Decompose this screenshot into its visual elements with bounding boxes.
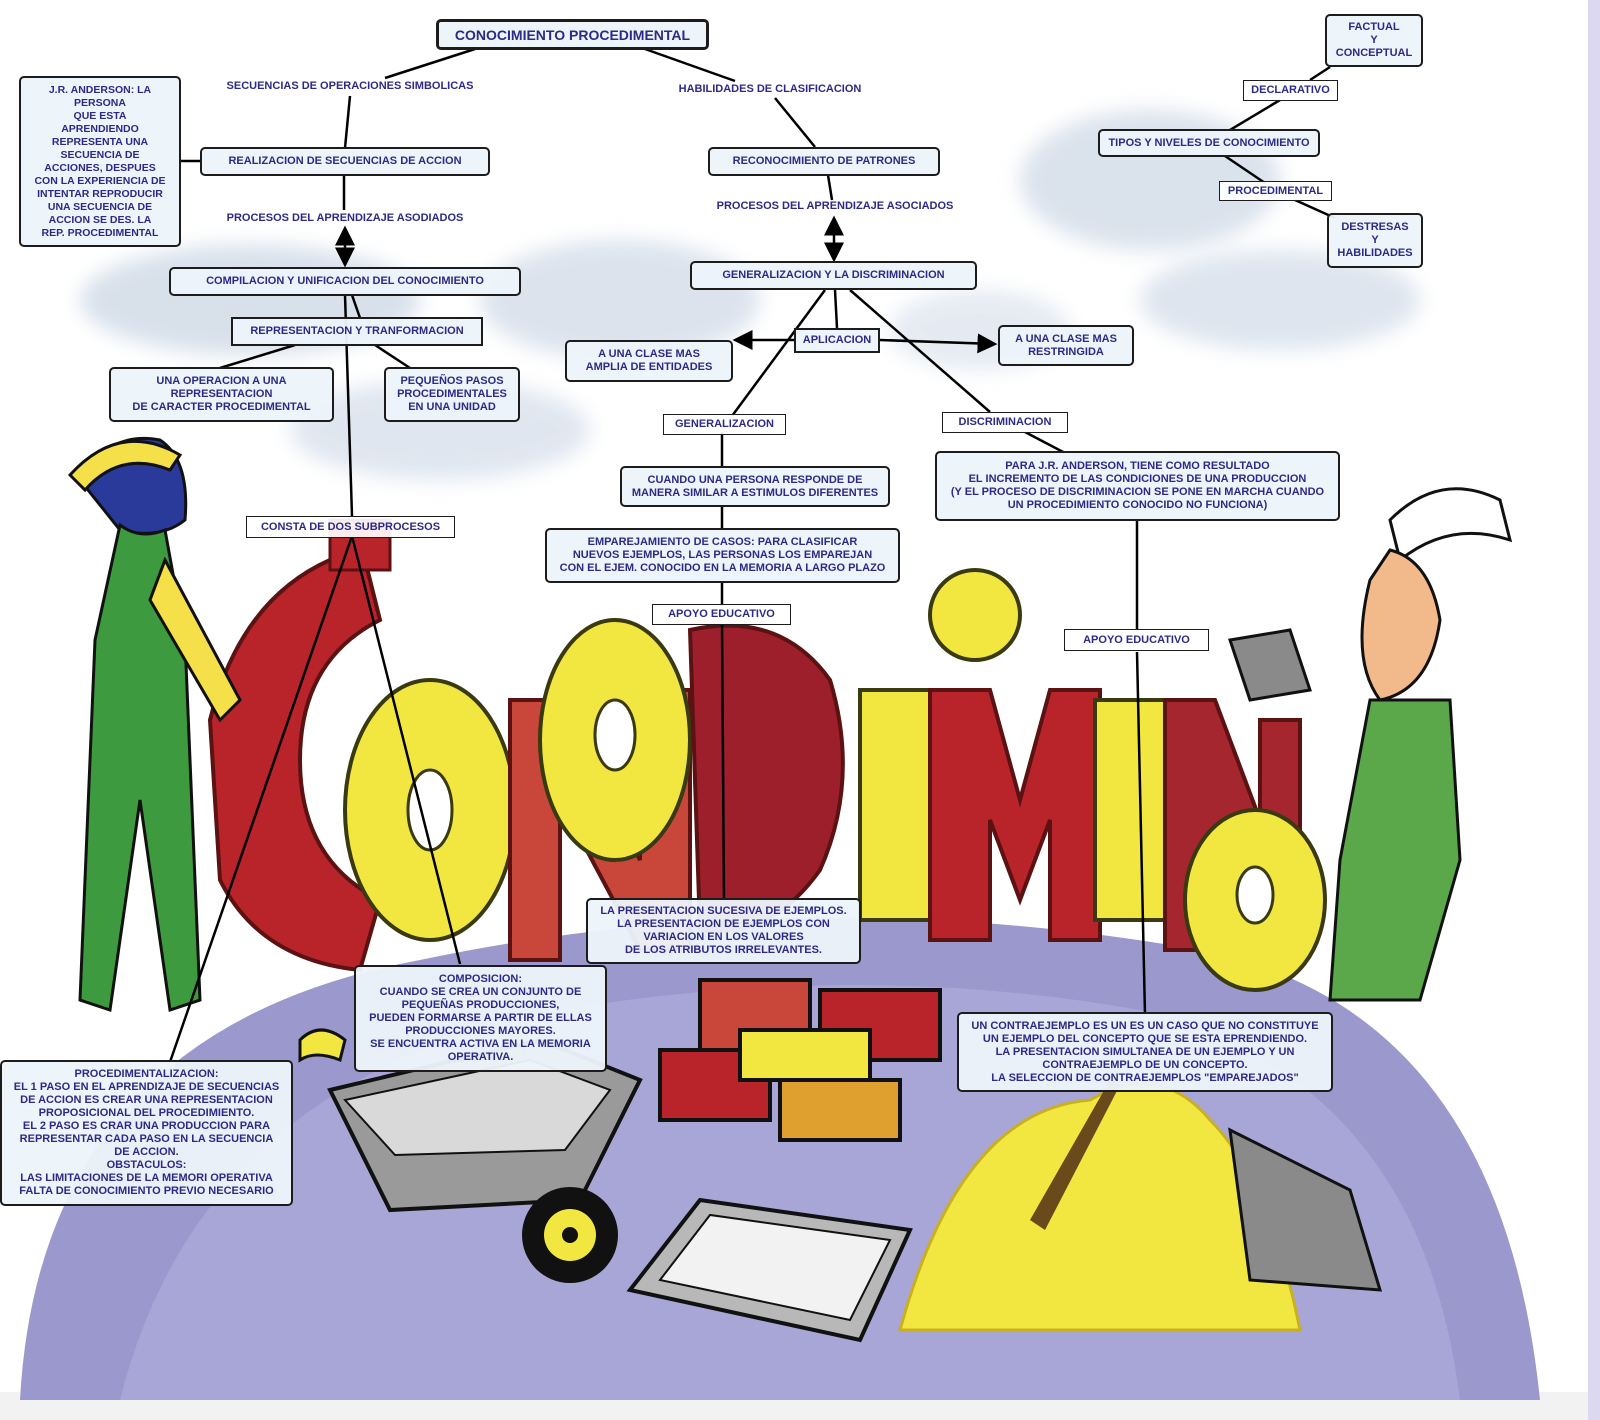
- node-clase-restringida: A UNA CLASE MAS RESTRINGIDA: [998, 325, 1134, 366]
- sand-pile-icon: [898, 1080, 1383, 1332]
- edge-aplicacion-restringida: [879, 333, 998, 354]
- node-destresas: DESTRESAS Y HABILIDADES: [1327, 213, 1423, 268]
- node-anderson-right: PARA J.R. ANDERSON, TIENE COMO RESULTADO…: [935, 451, 1340, 521]
- edge-tipos-procedimental: [1224, 154, 1266, 185]
- edge-habilidades-reconocimiento: [774, 97, 816, 148]
- node-factual: FACTUAL Y CONCEPTUAL: [1325, 14, 1423, 67]
- node-composicion: COMPOSICION: CUANDO SE CREA UN CONJUNTO …: [354, 965, 607, 1072]
- edge-reconocimiento-procesos: [826, 174, 834, 201]
- edge-discriminacion-anderson: [1024, 430, 1066, 455]
- link-label-habilidades: HABILIDADES DE CLASIFICACION: [678, 83, 862, 95]
- link-label-procesos-left: PROCESOS DEL APRENDIZAJE ASODIADOS: [226, 212, 464, 224]
- node-generalizacion-discriminacion: GENERALIZACION Y LA DISCRIMINACION: [690, 261, 977, 290]
- edge-gd-generalizacion: [730, 289, 827, 417]
- node-emparejamiento: EMPAREJAMIENTO DE CASOS: PARA CLASIFICAR…: [545, 528, 900, 583]
- edge-secuencias-realizacion: [343, 95, 352, 149]
- edge-representacion-operacion: [219, 343, 296, 370]
- node-tipos-niveles: TIPOS Y NIVELES DE CONOCIMIENTO: [1098, 129, 1320, 157]
- node-apoyo-educativo-left: APOYO EDUCATIVO: [652, 604, 791, 625]
- link-label-secuencias: SECUENCIAS DE OPERACIONES SIMBOLICAS: [226, 80, 474, 92]
- wheelbarrow-icon: [298, 1028, 643, 1283]
- edge-title-habilidades: [644, 47, 736, 83]
- node-procedimentalizacion: PROCEDIMENTALIZACION: EL 1 PASO EN EL AP…: [0, 1060, 293, 1206]
- right-border-strip: [1588, 0, 1600, 1420]
- node-compilacion: COMPILACION Y UNIFICACION DEL CONOCIMIEN…: [169, 267, 521, 296]
- node-generalizacion: GENERALIZACION: [663, 414, 786, 435]
- edge-consta-composicion: [350, 535, 462, 965]
- node-reconocimiento: RECONOCIMIENTO DE PATRONES: [708, 147, 940, 176]
- node-representacion: REPRESENTACION Y TRANFORMACION: [231, 317, 483, 346]
- node-realizacion: REALIZACION DE SECUENCIAS DE ACCION: [200, 147, 490, 176]
- node-consta: CONSTA DE DOS SUBPROCESOS: [246, 516, 455, 538]
- letter-blocks: [207, 518, 1327, 992]
- node-contraejemplo: UN CONTRAEJEMPLO ES UN ES UN CASO QUE NO…: [957, 1012, 1333, 1092]
- node-pequenos: PEQUEÑOS PASOS PROCEDIMENTALES EN UNA UN…: [384, 367, 520, 422]
- node-cuando-persona: CUANDO UNA PERSONA RESPONDE DE MANERA SI…: [620, 466, 890, 507]
- node-declarativo: DECLARATIVO: [1243, 80, 1338, 101]
- node-una-operacion: UNA OPERACION A UNA REPRESENTACION DE CA…: [109, 367, 334, 422]
- node-apoyo-educativo-right: APOYO EDUCATIVO: [1064, 629, 1209, 651]
- edge-apoyo-presentacion: [720, 623, 726, 901]
- node-clase-amplia: A UNA CLASE MAS AMPLIA DE ENTIDADES: [565, 340, 733, 382]
- node-procedimental: PROCEDIMENTAL: [1219, 181, 1332, 201]
- page-title: CONOCIMIENTO PROCEDIMENTAL: [436, 19, 709, 50]
- edge-gd-aplicacion: [833, 289, 839, 329]
- edge-compilacion-representacion: [350, 294, 362, 319]
- edge-title-secuencias: [384, 47, 476, 80]
- brick-stack-icon: [658, 978, 942, 1142]
- edge-factual-declarativo: [1309, 65, 1331, 82]
- node-anderson-left: J.R. ANDERSON: LA PERSONA QUE ESTA APREN…: [19, 76, 181, 247]
- edge-apoyo-contraejemplo: [1135, 651, 1147, 1016]
- worker-left-icon: [67, 436, 242, 1012]
- node-discriminacion: DISCRIMINACION: [942, 412, 1068, 433]
- node-aplicacion: APLICACION: [794, 328, 880, 353]
- edge-representacion-pequenos: [374, 343, 411, 370]
- edge-consta-procedimentalizacion: [168, 535, 354, 1063]
- link-label-procesos-right: PROCESOS DEL APRENDIZAJE ASOCIADOS: [716, 200, 954, 212]
- edge-gd-discriminacion: [849, 289, 991, 413]
- node-presentacion: LA PRESENTACION SUCESIVA DE EJEMPLOS. LA…: [586, 898, 861, 964]
- edge-declarativo-tipos: [1229, 98, 1281, 132]
- mortar-tray-icon: [626, 1197, 913, 1343]
- worker-right-icon: [1228, 487, 1513, 1002]
